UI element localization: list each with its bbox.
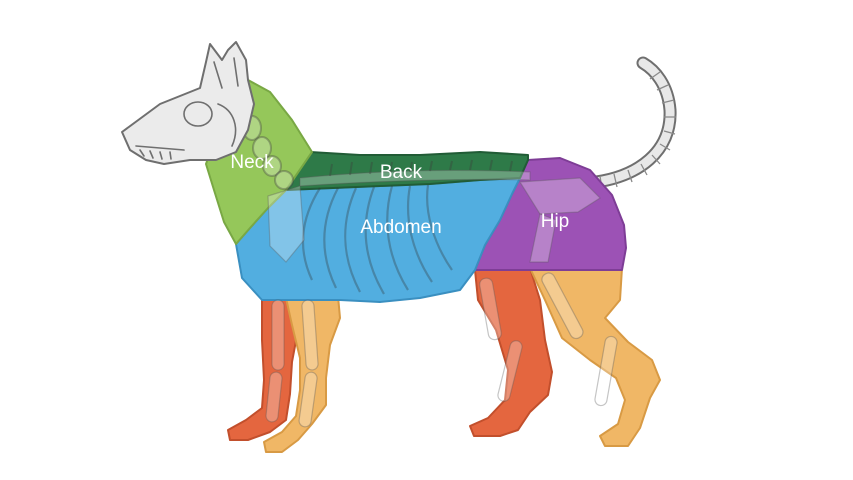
skeleton-overlay <box>242 115 618 428</box>
front-leg-front <box>263 295 341 453</box>
skull <box>121 41 255 165</box>
back-label: Back <box>380 162 423 183</box>
abdomen-label: Abdomen <box>360 217 441 238</box>
hip-label: Hip <box>541 211 570 232</box>
tail <box>581 56 677 190</box>
hind-leg-rear <box>469 267 553 437</box>
hind-leg-front <box>529 267 661 447</box>
back-region <box>285 151 529 191</box>
front-leg-rear <box>227 297 299 441</box>
neck-label: Neck <box>230 152 274 173</box>
